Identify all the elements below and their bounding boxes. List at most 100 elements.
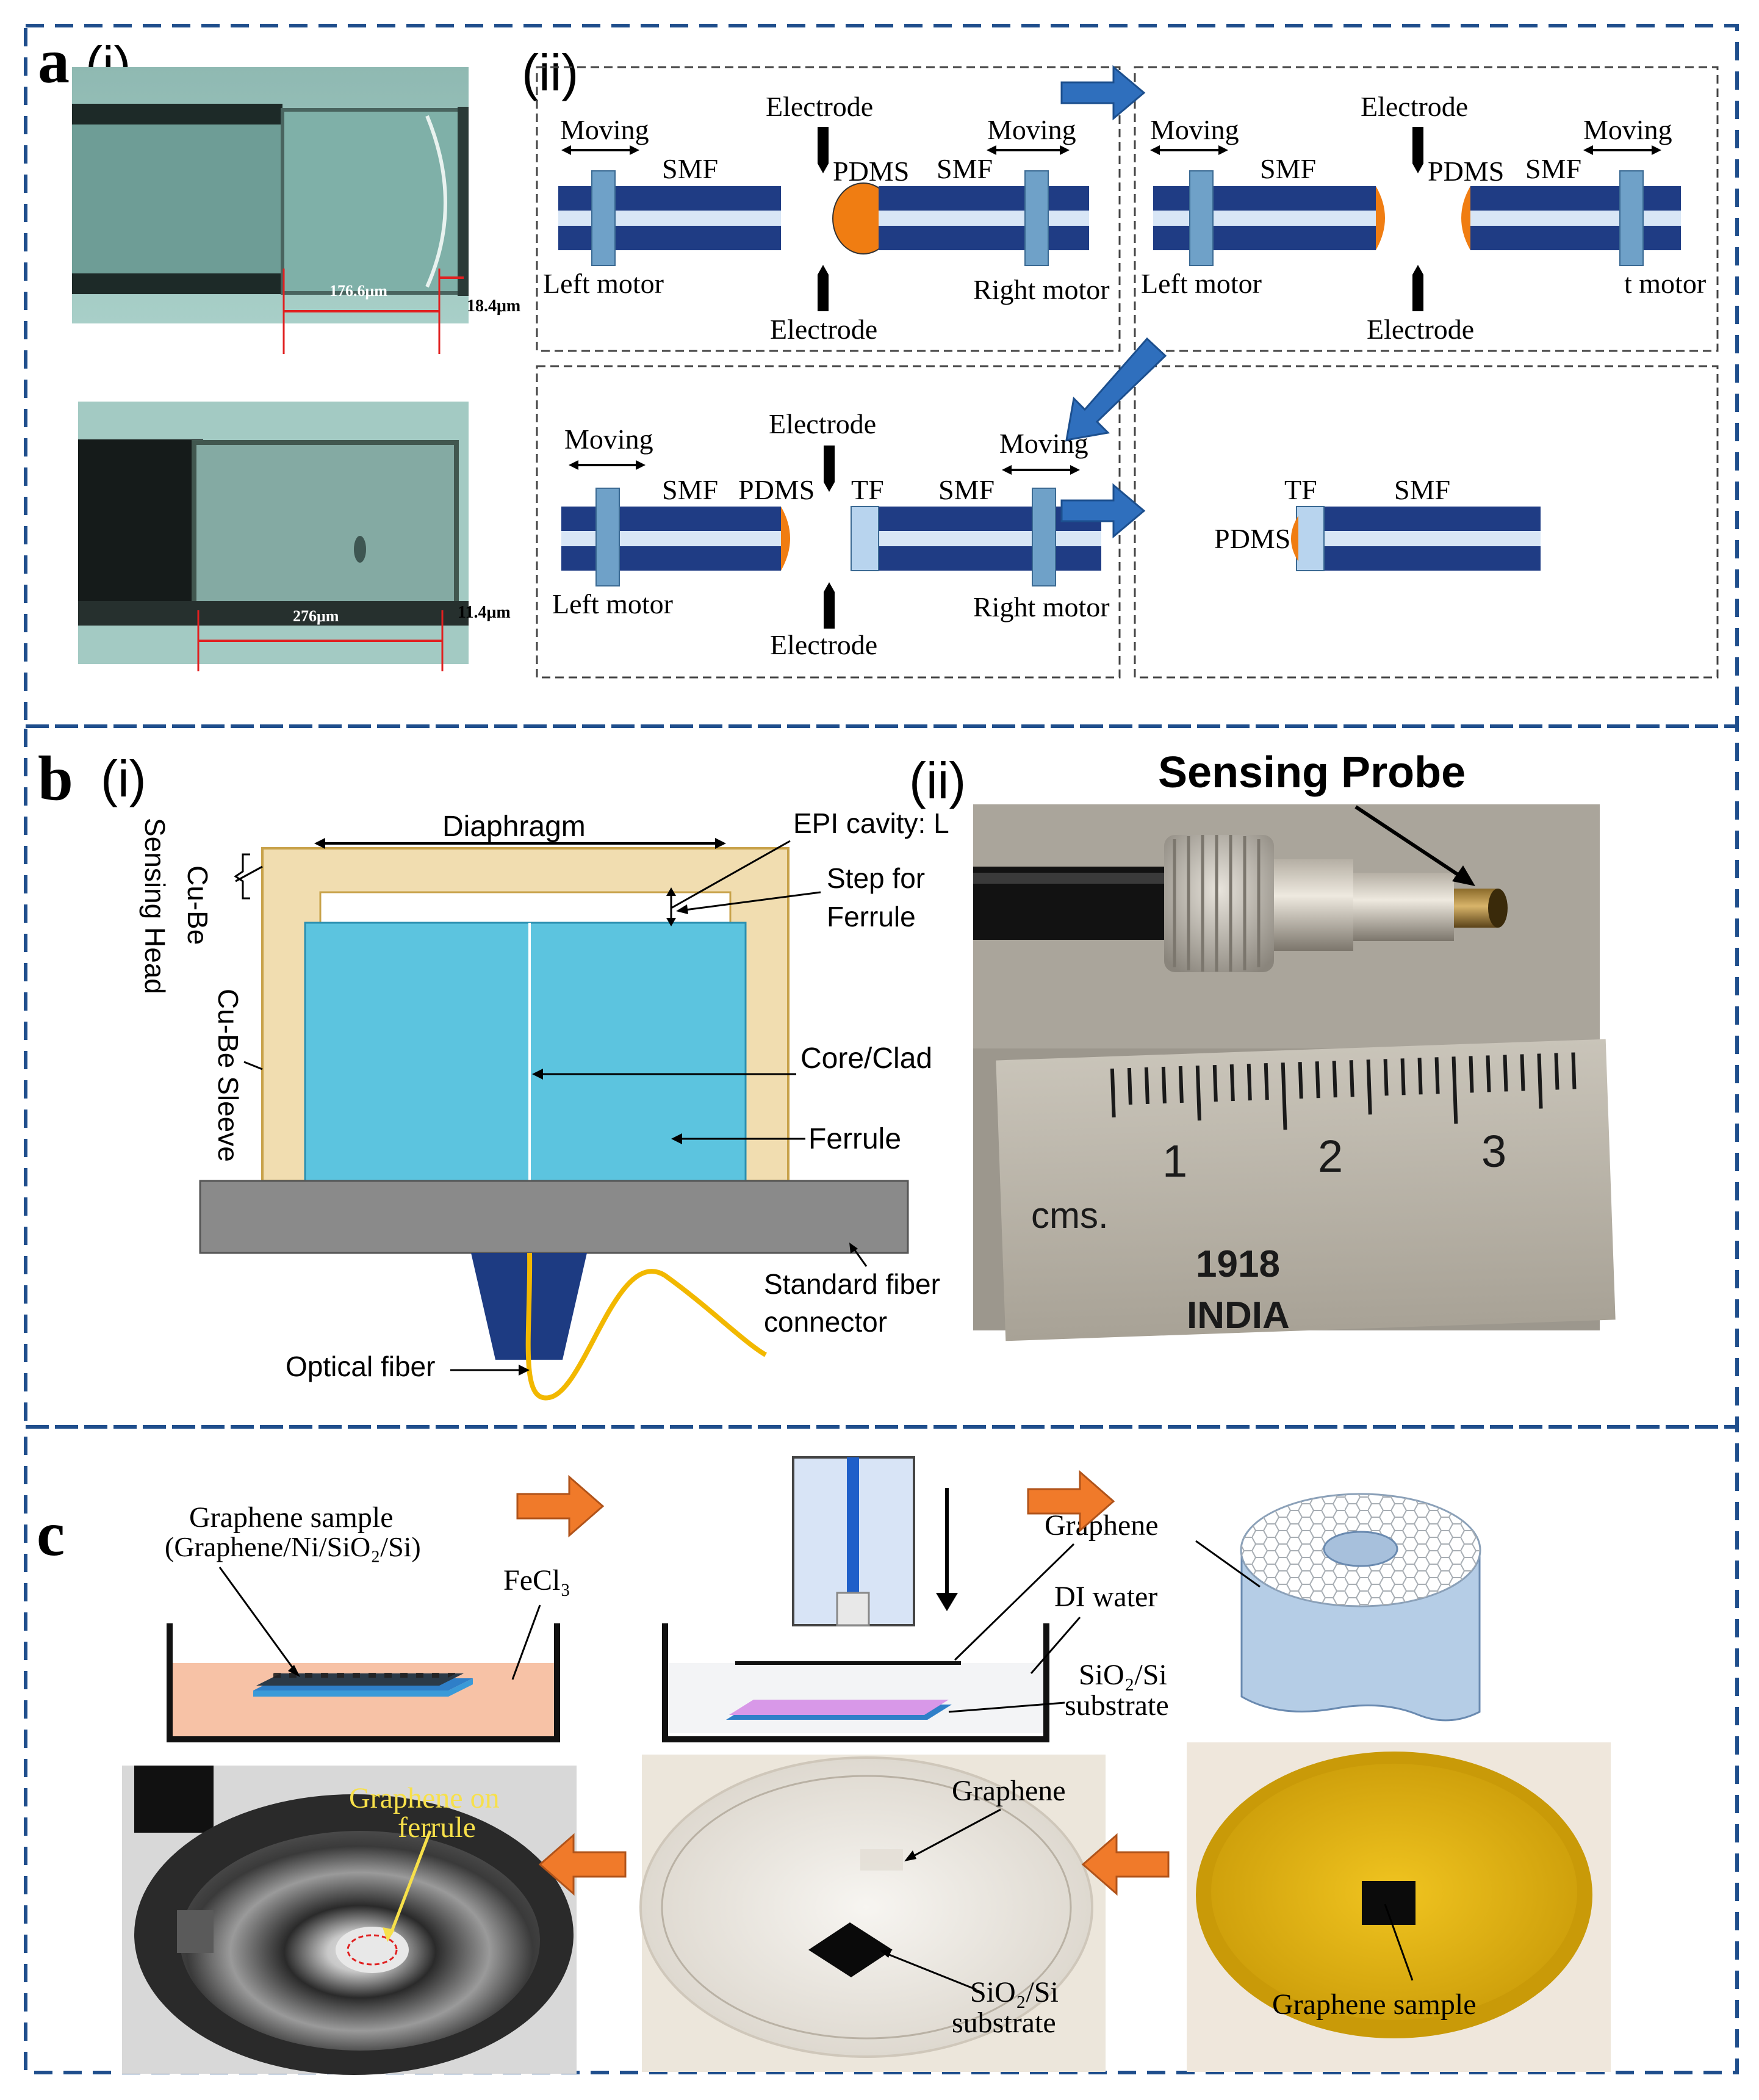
step2-electrode-top: Electrode <box>1361 91 1468 122</box>
micro-bottom-gap: 11.4μm <box>458 603 511 622</box>
panel-b-sub-ii: (ii) <box>909 752 966 809</box>
micro-top-gap: 18.4μm <box>467 297 520 316</box>
step1-electrode-top: Electrode <box>766 91 873 122</box>
label-step-for: Step for <box>827 862 925 894</box>
photo-graphene-on-ferrule: Graphene on ferrule <box>122 1766 577 2075</box>
step3-smf-right: SMF <box>938 474 995 505</box>
step4-pdms: PDMS <box>1214 523 1290 554</box>
step3-moving-left: Moving <box>564 424 653 455</box>
probe-photo: 1 2 3 cms. 1918 INDIA <box>973 804 1616 1341</box>
step4-smf: SMF <box>1394 474 1450 505</box>
ruler-tick-1: 1 <box>1162 1136 1187 1186</box>
arrow-step2-to-3 <box>1065 337 1167 441</box>
orange-arrow-4 <box>1081 1833 1170 1896</box>
micro-top-length: 176.6μm <box>329 282 387 300</box>
label-photo-substrate: substrate <box>952 2007 1056 2039</box>
step-1: Moving SMF Electrode PDMS SMF Moving Lef… <box>543 91 1110 345</box>
orange-arrow-3 <box>538 1833 627 1896</box>
sensing-head-schematic: Diaphragm EPI cavity: L Step for Ferrule… <box>139 807 949 1401</box>
ruler-year: 1918 <box>1196 1243 1280 1285</box>
step1-smf-left: SMF <box>662 153 718 184</box>
label-photo-sio2: SiO₂/Si <box>970 1976 1059 2008</box>
label-sensing-head: Sensing Head <box>139 818 171 994</box>
step-2: Moving SMF Electrode PDMS SMF Moving Lef… <box>1141 91 1706 345</box>
step2-smf-left: SMF <box>1260 153 1316 184</box>
step2-electrode-bottom: Electrode <box>1367 314 1474 345</box>
step1-moving-right: Moving <box>987 114 1076 145</box>
frame-panel-c <box>24 1425 1739 2074</box>
panel-a-letter: a <box>38 26 70 96</box>
orange-arrow-2 <box>1027 1470 1115 1533</box>
step2-moving-right: Moving <box>1583 114 1672 145</box>
label-graphene-sample: Graphene sample <box>189 1501 394 1534</box>
arrow-step3-to-4 <box>1060 483 1146 539</box>
step-3: Moving SMF PDMS Electrode TF SMF Moving … <box>552 408 1110 660</box>
arrow-step1-to-2 <box>1060 65 1146 121</box>
ruler-country: INDIA <box>1187 1294 1290 1337</box>
step3-electrode-top: Electrode <box>769 408 876 439</box>
panel-c-letter: c <box>37 1499 65 1569</box>
step1-smf-right: SMF <box>937 153 993 184</box>
label-graphene-top: Graphene <box>1045 1509 1159 1542</box>
label-ferrule-photo: ferrule <box>398 1811 476 1844</box>
ruler-ticks <box>1110 1052 1577 1130</box>
label-cu-be: Cu-Be <box>182 865 214 945</box>
graphene-coated-ferrule <box>1195 1493 1481 1722</box>
di-water-transfer: Graphene DI water SiO₂/Si substrate <box>662 1456 1169 1742</box>
panel-frames <box>24 24 1739 2074</box>
label-photo-graphene: Graphene <box>952 1775 1066 1807</box>
panel-b-sub-i: (i) <box>101 750 146 807</box>
label-core-clad: Core/Clad <box>800 1042 932 1075</box>
step1-right-motor: Right motor <box>973 274 1110 305</box>
label-di-water: DI water <box>1054 1581 1157 1613</box>
step3-tf: TF <box>851 474 884 505</box>
label-connector: connector <box>764 1306 887 1338</box>
photo-dish-sio2: Graphene SiO₂/Si substrate <box>639 1755 1106 2072</box>
step1-left-motor: Left motor <box>543 268 664 299</box>
label-epi-cavity: EPI cavity: L <box>793 807 949 839</box>
panel-a: a (i) 176.6μm 18.4μm <box>38 26 1719 679</box>
label-sio2-si: SiO₂/Si <box>1079 1659 1167 1691</box>
panel-a-sub-ii: (ii) <box>522 44 578 101</box>
step1-electrode-bottom: Electrode <box>770 314 877 345</box>
step3-right-motor: Right motor <box>973 591 1110 622</box>
label-diaphragm: Diaphragm <box>442 810 586 843</box>
label-step-ferrule: Ferrule <box>827 901 916 933</box>
step2-moving-left: Moving <box>1150 114 1239 145</box>
micrograph-top: 176.6μm 18.4μm <box>72 67 520 354</box>
step3-pdms: PDMS <box>738 474 815 505</box>
photo-graphene-sample: Graphene sample <box>1187 1742 1611 2072</box>
step2-smf-right: SMF <box>1525 153 1581 184</box>
label-sensing-probe: Sensing Probe <box>1158 748 1466 797</box>
panel-b: b (i) Diaphragm EPI cavity: L Step for F… <box>38 743 1616 1401</box>
step1-pdms: PDMS <box>833 156 909 187</box>
process-arrows <box>1060 65 1167 539</box>
ruler-tick-3: 3 <box>1481 1126 1506 1177</box>
label-cu-be-sleeve: Cu-Be Sleeve <box>212 989 244 1162</box>
panel-b-letter: b <box>38 743 73 814</box>
orange-arrow-1 <box>516 1474 605 1538</box>
fecl3-bath: Graphene sample (Graphene/Ni/SiO₂/Si) Fe… <box>165 1501 570 1742</box>
step3-smf-left: SMF <box>662 474 718 505</box>
ruler-tick-2: 2 <box>1318 1131 1343 1182</box>
label-graphene-on: Graphene on <box>349 1782 500 1814</box>
ruler-unit: cms. <box>1031 1195 1109 1236</box>
label-fecl3: FeCl₃ <box>503 1564 570 1597</box>
label-optical-fiber: Optical fiber <box>286 1351 435 1382</box>
step2-right-motor-cut: t motor <box>1624 268 1706 299</box>
step-4: TF SMF PDMS <box>1214 474 1541 571</box>
label-photo-sample: Graphene sample <box>1272 1988 1477 2021</box>
step2-left-motor: Left motor <box>1141 268 1262 299</box>
step4-tf: TF <box>1284 474 1317 505</box>
label-substrate: substrate <box>1065 1689 1169 1722</box>
step3-electrode-bottom: Electrode <box>770 629 877 660</box>
step1-moving-left: Moving <box>560 114 649 145</box>
micro-bottom-length: 276μm <box>293 607 339 625</box>
panel-c: c Graphene sample (Graphene/Ni/SiO₂/Si) … <box>37 1456 1611 2075</box>
step2-pdms: PDMS <box>1428 156 1504 187</box>
step3-left-motor: Left motor <box>552 588 673 619</box>
label-ferrule: Ferrule <box>808 1123 901 1155</box>
micrograph-bottom: 276μm 11.4μm <box>78 402 511 671</box>
label-sample-composition: (Graphene/Ni/SiO₂/Si) <box>165 1531 421 1562</box>
